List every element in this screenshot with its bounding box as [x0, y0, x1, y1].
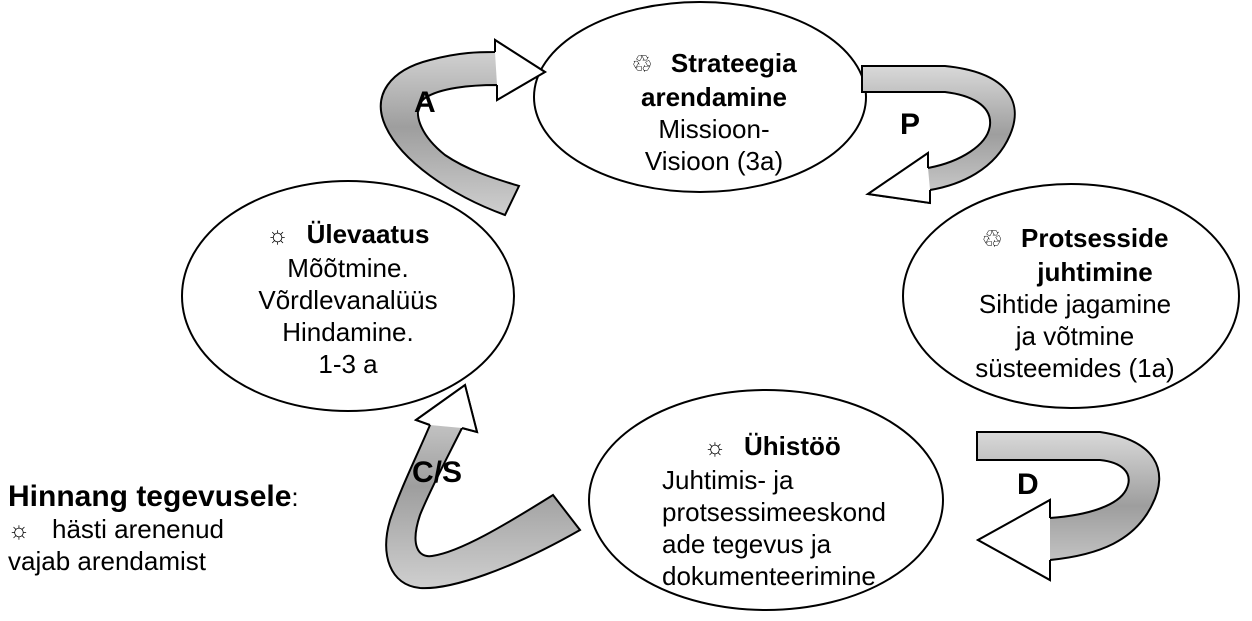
processes-ellipse: [902, 183, 1240, 409]
strategy-ellipse: [533, 1, 867, 193]
sun-icon: ☼: [8, 517, 30, 544]
review-line4: 1-3 a: [318, 349, 378, 379]
review-line2: Võrdlevanalüüs: [258, 285, 438, 315]
review-title: Ülevaatus: [306, 219, 430, 249]
arrow-label-cs: C/S: [412, 456, 463, 489]
cooperation-ellipse: [588, 389, 944, 611]
processes-line2: ja võtmine: [1015, 321, 1135, 351]
strategy-title-line1: Strateegia: [670, 48, 797, 78]
arrow-label-a: A: [414, 86, 436, 119]
sun-icon: ☼: [266, 222, 289, 249]
review-ellipse: [181, 180, 515, 412]
arrow-a: [379, 38, 547, 217]
arrow-p: [861, 65, 1016, 205]
processes-node: ♲Protsesside juhtimine Sihtide jagamine …: [960, 222, 1190, 384]
processes-line1: Sihtide jagamine: [978, 289, 1172, 319]
arrow-d: [975, 431, 1161, 582]
processes-title-line1: Protsesside: [1021, 223, 1169, 253]
strategy-title-line2: arendamine: [641, 82, 787, 112]
recycle-icon: ♲: [631, 51, 653, 78]
legend-title: Hinnang tegevusele: [8, 480, 292, 513]
legend-colon: :: [291, 482, 299, 512]
cooperation-title: Ühistöö: [744, 431, 841, 461]
legend: Hinnang tegevusele: ☼ hästi arenenud vaja…: [8, 480, 299, 576]
review-line1: Mõõtmine.: [287, 253, 409, 283]
arrow-cs: [385, 383, 582, 590]
arrow-label-d: D: [1017, 468, 1039, 501]
strategy-line2: Visioon (3a): [644, 146, 784, 176]
legend-item-needs-development: vajab arendamist: [8, 546, 206, 576]
review-line3: Hindamine.: [282, 317, 414, 347]
sun-icon: ☼: [704, 434, 726, 461]
strategy-line1: Missioon-: [658, 114, 770, 144]
legend-item-well-developed: hästi arenenud: [52, 514, 225, 544]
recycle-icon: ♲: [981, 226, 1004, 253]
review-node: ☼ Ülevaatus Mõõtmine. Võrdlevanalüüs Hind…: [243, 218, 453, 380]
cooperation-line3: ade tegevus ja: [662, 529, 832, 559]
cooperation-line2: protsessimeeskond: [662, 497, 886, 527]
processes-title-line2: juhtimine: [1037, 257, 1153, 287]
cooperation-node: ☼Ühistöö Juhtimis- ja protsessimeeskond …: [642, 430, 886, 592]
arrow-label-p: P: [900, 108, 921, 141]
processes-line3: süsteemides (1a): [975, 353, 1175, 383]
cooperation-line1: Juhtimis- ja: [662, 465, 794, 495]
cooperation-line4: dokumenteerimine: [662, 561, 876, 591]
strategy-node: ♲ Strateegia arendamine Missioon- Visioon…: [604, 47, 824, 177]
